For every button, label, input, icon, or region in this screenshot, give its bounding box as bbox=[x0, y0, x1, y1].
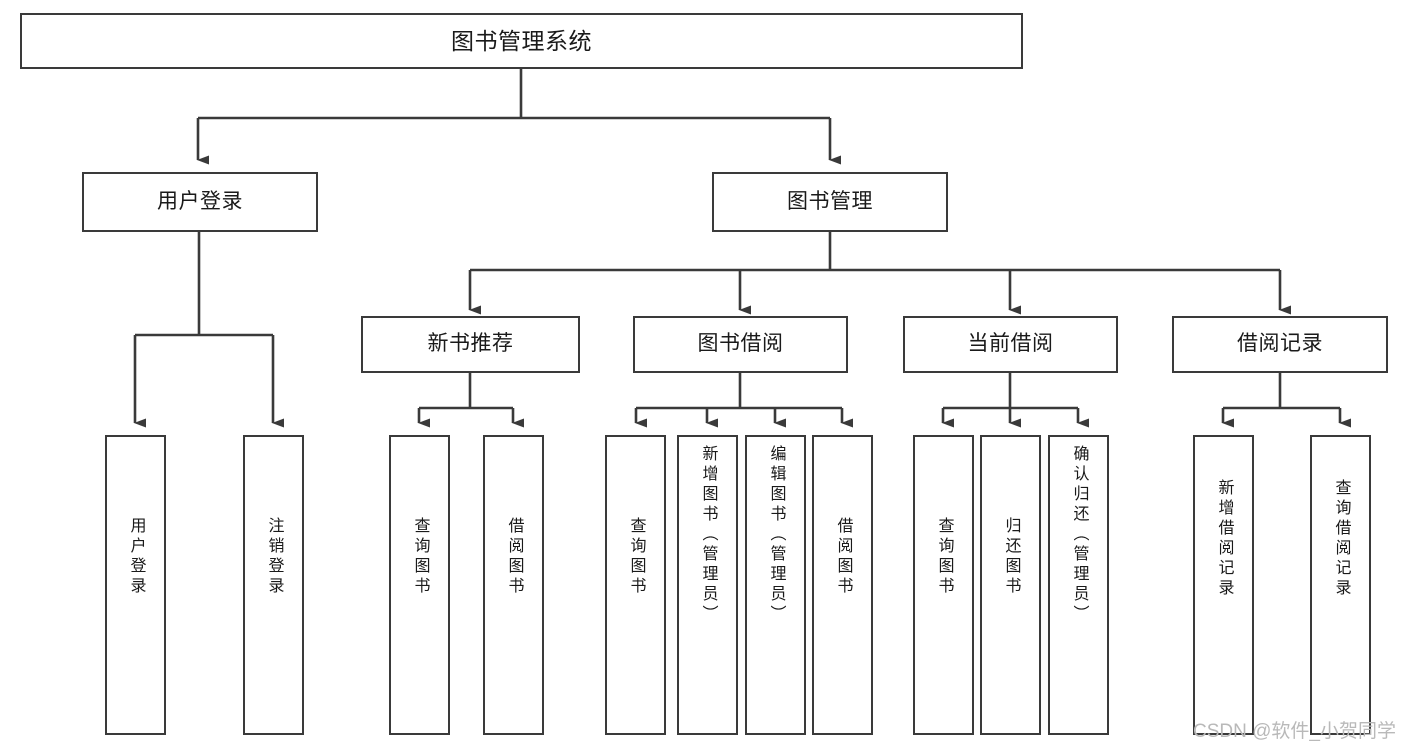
node-book-borrow[interactable]: 图书借阅 bbox=[633, 316, 848, 373]
node-borrow-record-label: 借阅记录 bbox=[1237, 332, 1323, 356]
node-leaf-query-book-2-label: 查询图书 bbox=[627, 517, 645, 597]
node-leaf-query-book-1-label: 查询图书 bbox=[411, 517, 429, 597]
node-leaf-edit-book-label: 编辑图书（管理员） bbox=[767, 445, 785, 625]
node-user-login[interactable]: 用户登录 bbox=[82, 172, 318, 232]
node-leaf-borrow-book-2[interactable]: 借阅图书 bbox=[812, 435, 873, 735]
node-leaf-query-book-3-label: 查询图书 bbox=[935, 517, 953, 597]
node-leaf-edit-book[interactable]: 编辑图书（管理员） bbox=[745, 435, 806, 735]
node-user-login-label: 用户登录 bbox=[157, 189, 243, 213]
node-new-book-recommend-label: 新书推荐 bbox=[427, 332, 514, 356]
csdn-watermark: CSDN @软件_小贺同学 bbox=[1193, 721, 1396, 742]
node-current-borrow-label: 当前借阅 bbox=[967, 332, 1054, 356]
node-book-manage-label: 图书管理 bbox=[787, 189, 873, 213]
node-book-manage[interactable]: 图书管理 bbox=[712, 172, 948, 232]
node-book-borrow-label: 图书借阅 bbox=[697, 332, 784, 356]
node-leaf-user-logout-label: 注销登录 bbox=[265, 517, 283, 597]
node-leaf-confirm-return[interactable]: 确认归还（管理员） bbox=[1048, 435, 1109, 735]
node-leaf-add-book[interactable]: 新增图书（管理员） bbox=[677, 435, 738, 735]
node-leaf-add-book-label: 新增图书（管理员） bbox=[699, 445, 717, 625]
node-current-borrow[interactable]: 当前借阅 bbox=[903, 316, 1118, 373]
node-leaf-query-book-3[interactable]: 查询图书 bbox=[913, 435, 974, 735]
node-leaf-query-book-1[interactable]: 查询图书 bbox=[389, 435, 450, 735]
node-leaf-borrow-book-2-label: 借阅图书 bbox=[834, 517, 852, 597]
node-leaf-confirm-return-label: 确认归还（管理员） bbox=[1070, 445, 1088, 625]
node-leaf-user-login-label: 用户登录 bbox=[127, 517, 145, 597]
node-root[interactable]: 图书管理系统 bbox=[20, 13, 1023, 69]
node-leaf-query-record[interactable]: 查询借阅记录 bbox=[1310, 435, 1371, 735]
node-leaf-return-book[interactable]: 归还图书 bbox=[980, 435, 1041, 735]
node-leaf-user-logout[interactable]: 注销登录 bbox=[243, 435, 304, 735]
node-leaf-return-book-label: 归还图书 bbox=[1002, 517, 1020, 597]
node-borrow-record[interactable]: 借阅记录 bbox=[1172, 316, 1388, 373]
node-leaf-borrow-book-1[interactable]: 借阅图书 bbox=[483, 435, 544, 735]
node-new-book-recommend[interactable]: 新书推荐 bbox=[361, 316, 580, 373]
node-leaf-add-record-label: 新增借阅记录 bbox=[1215, 479, 1233, 599]
node-leaf-add-record[interactable]: 新增借阅记录 bbox=[1193, 435, 1254, 735]
node-root-label: 图书管理系统 bbox=[451, 27, 592, 54]
node-leaf-query-record-label: 查询借阅记录 bbox=[1332, 479, 1350, 599]
node-leaf-borrow-book-1-label: 借阅图书 bbox=[505, 517, 523, 597]
node-leaf-user-login[interactable]: 用户登录 bbox=[105, 435, 166, 735]
node-leaf-query-book-2[interactable]: 查询图书 bbox=[605, 435, 666, 735]
